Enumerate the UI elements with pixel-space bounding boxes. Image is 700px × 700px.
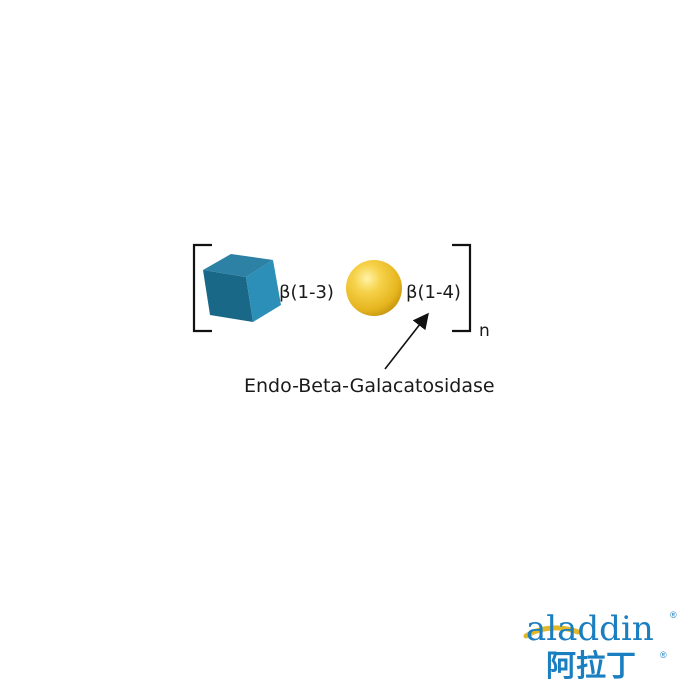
repeat-subscript-n: n <box>479 321 490 341</box>
glcnac-cube-icon <box>203 254 281 322</box>
logo-chinese-text: 阿拉丁 <box>546 649 636 684</box>
logo-registered-mark: ® <box>670 610 677 620</box>
left-bracket <box>192 243 212 333</box>
logo-latin-text: aladdin <box>526 609 654 649</box>
right-bracket <box>452 243 472 333</box>
logo-registered-mark-2: ® <box>660 650 667 660</box>
linkage-label-beta-1-3: β(1-3) <box>279 282 334 303</box>
logo-swoosh-icon <box>523 625 581 639</box>
galactose-sphere-icon <box>346 260 402 316</box>
aladdin-logo: aladdin ® 阿拉丁 ® <box>523 609 677 684</box>
enzyme-label: Endo-Beta-Galacatosidase <box>244 375 495 397</box>
linkage-label-beta-1-4: β(1-4) <box>406 282 461 303</box>
cleavage-arrow-icon <box>384 312 429 370</box>
